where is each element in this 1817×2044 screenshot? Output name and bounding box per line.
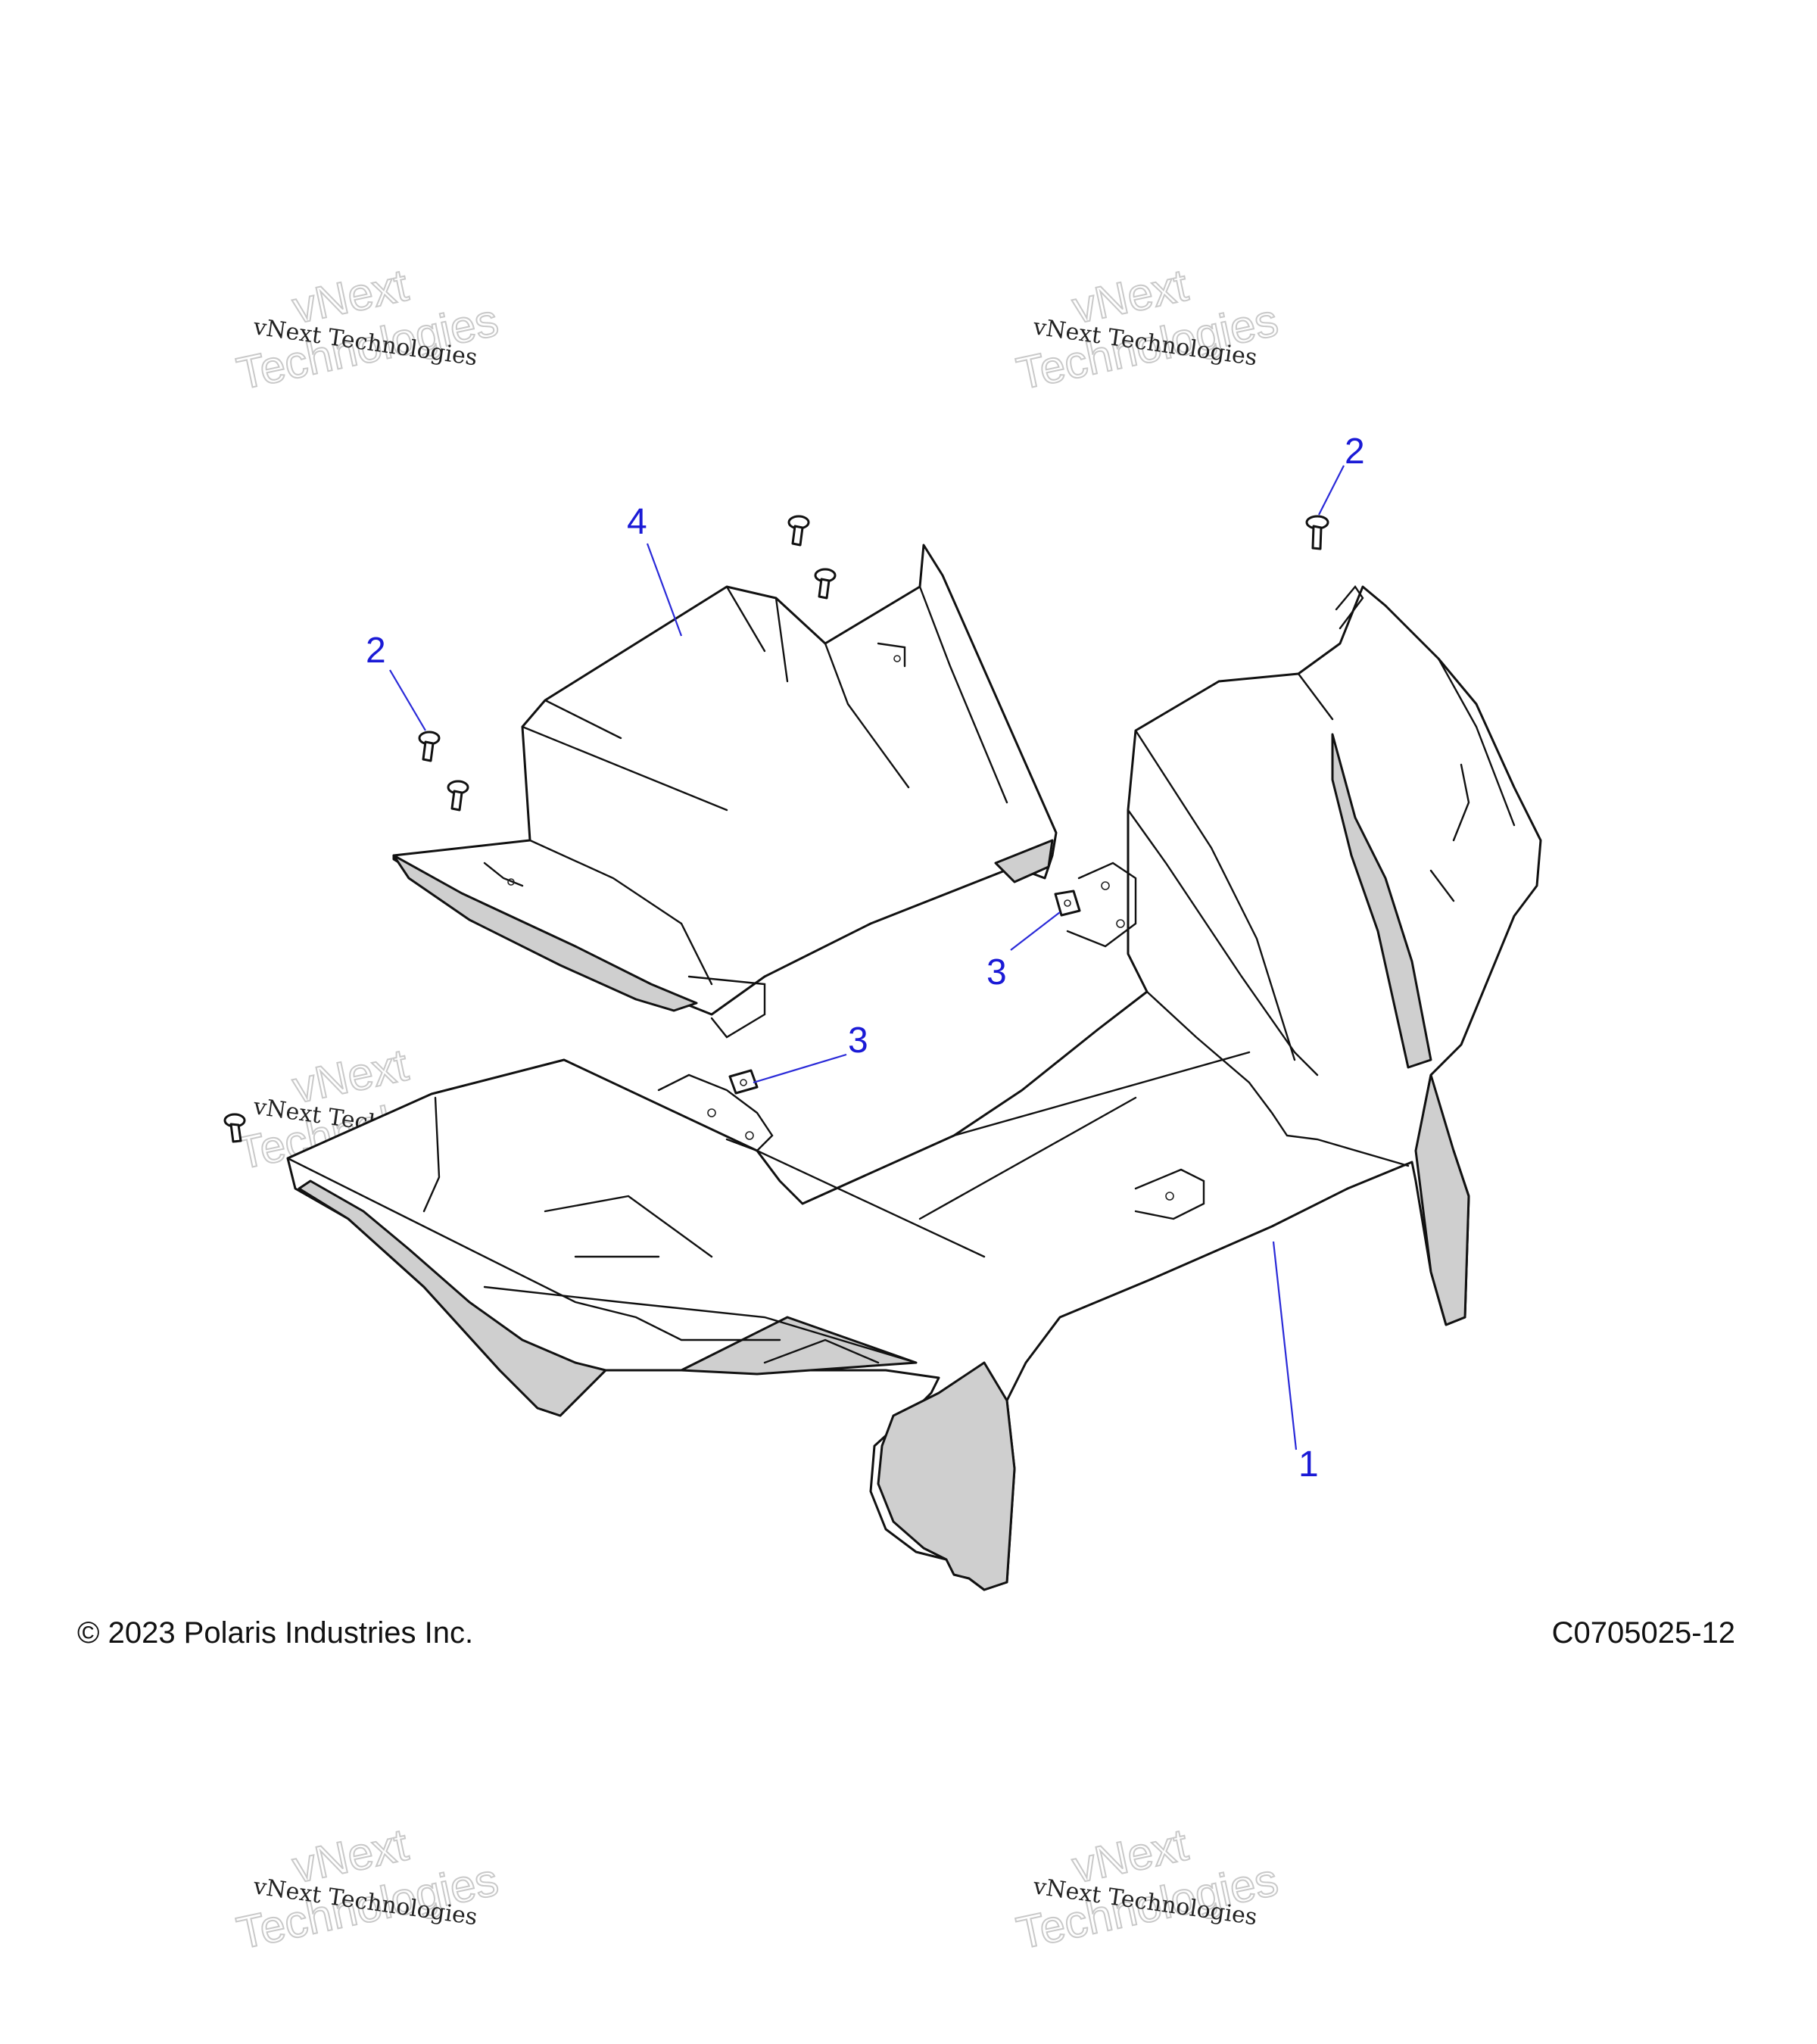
screw-icon: [447, 780, 469, 812]
leader-lines: [389, 465, 1345, 1450]
leader-line-2-right: [1318, 465, 1345, 516]
watermark-bottom-left: vNext Technologies vNext Technologies: [232, 1818, 503, 1960]
screw-icon: [418, 731, 441, 762]
callout-4: 4: [627, 502, 647, 542]
clip-icon: [1054, 890, 1081, 917]
part-2-screws: [223, 515, 1329, 1143]
leader-line-4: [646, 543, 683, 637]
watermark-bottom-right: vNext Technologies vNext Technologies: [1011, 1818, 1283, 1960]
figure-id: C0705025-12: [1552, 1616, 1735, 1650]
copyright-text: © 2023 Polaris Industries Inc.: [77, 1616, 473, 1650]
watermark-top-left: vNext Technologies vNext Technologies: [232, 259, 503, 400]
callout-2-right: 2: [1345, 432, 1365, 472]
leader-line-3-right: [1010, 911, 1061, 951]
callout-3-right: 3: [986, 952, 1007, 992]
screw-icon: [814, 568, 837, 600]
screw-icon: [223, 1113, 246, 1143]
watermark-top-right: vNext Technologies vNext Technologies: [1011, 259, 1283, 400]
part-1-body-panel: [286, 584, 1542, 1591]
part-4-panel: [392, 544, 1058, 1039]
leader-line-3-left: [753, 1053, 847, 1084]
callout-labels: 1 2 2 3 3 4: [366, 432, 1365, 1485]
callout-2-left: 2: [366, 631, 386, 671]
leader-line-2-left: [389, 669, 426, 731]
leader-line-1: [1272, 1241, 1298, 1450]
clip-icon: [728, 1069, 759, 1095]
callout-3-left: 3: [848, 1020, 868, 1061]
screw-icon: [787, 515, 810, 547]
callout-1: 1: [1298, 1444, 1319, 1485]
part-3-clips: [728, 890, 1081, 1095]
screw-icon: [1305, 515, 1329, 550]
